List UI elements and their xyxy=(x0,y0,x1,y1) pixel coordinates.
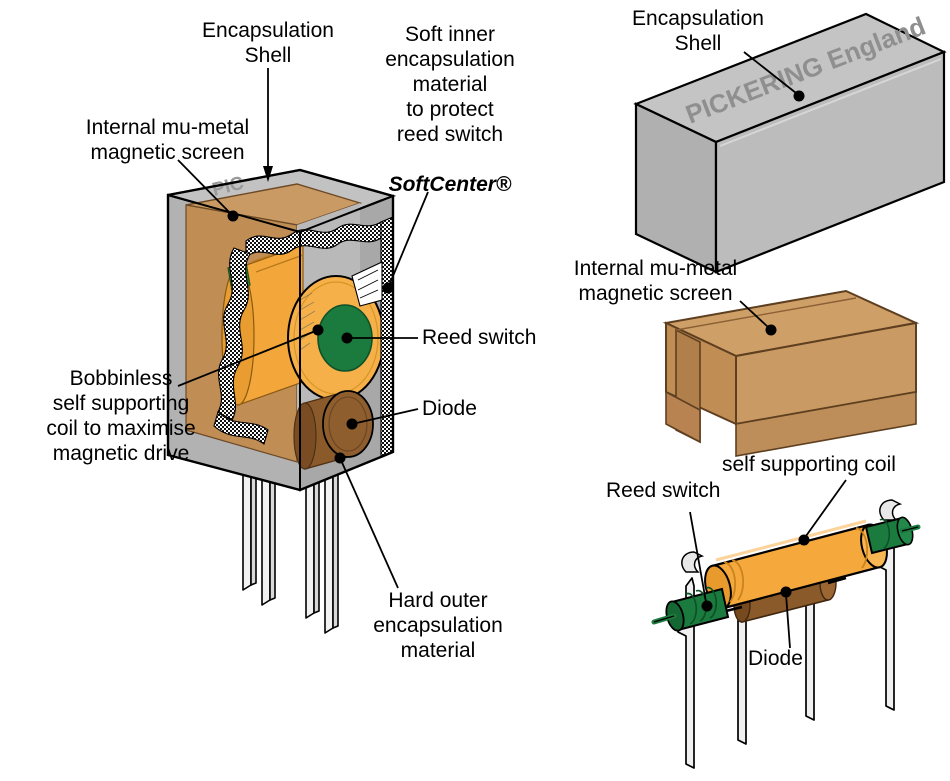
assembly-reed-switch-right xyxy=(864,516,921,555)
softcenter-edge-strip xyxy=(380,216,394,457)
coil-assembly xyxy=(651,499,921,769)
shell-block-leader xyxy=(743,51,797,94)
leader-bobbinless xyxy=(177,329,319,387)
label-reed-switch-right: Reed switch xyxy=(606,479,721,502)
relay-air-gap-hatch xyxy=(357,269,379,299)
dot-bobbinless xyxy=(312,324,324,336)
mu-thickness-line xyxy=(675,297,857,331)
mu-metal-channel xyxy=(662,289,920,457)
label-diode-left: Diode xyxy=(422,397,477,420)
leader-diode-right xyxy=(785,593,791,649)
leader-diode xyxy=(351,408,419,425)
dot-reed-switch-right xyxy=(701,600,713,612)
mu-metal-leader xyxy=(739,300,769,328)
leader-hard-outer xyxy=(339,457,399,589)
dot-mu-metal-right xyxy=(765,324,777,336)
leader-arrowhead xyxy=(263,166,273,182)
relay-air-gap xyxy=(351,261,383,307)
label-self-supporting-coil: self supporting coil xyxy=(722,453,896,476)
dot-mu-metal xyxy=(227,210,239,222)
left-leader-dots xyxy=(227,210,394,464)
label-hard-outer-encapsulation: Hard outer encapsulation material xyxy=(373,589,503,662)
label-encapsulation-shell-left: Encapsulation Shell xyxy=(202,19,334,67)
dot-self-supporting-coil xyxy=(798,534,810,546)
shell-block-side xyxy=(714,50,946,274)
dot-diode xyxy=(346,418,358,430)
label-soft-inner-encapsulation: Soft inner encapsulation material to pro… xyxy=(385,23,515,146)
assembly-leader-dots xyxy=(701,534,810,612)
mu-left-leg xyxy=(665,390,701,444)
assembly-leader-lines xyxy=(689,479,847,649)
label-softcenter: SoftCenter® xyxy=(388,173,512,196)
label-internal-mu-metal-right: Internal mu-metal magnetic screen xyxy=(573,257,738,305)
leader-mu-metal xyxy=(177,159,234,217)
cutaway-relay: PIC xyxy=(166,168,397,634)
leader-self-supporting-coil xyxy=(805,479,847,537)
leader-reed-switch-right xyxy=(689,511,707,603)
label-bobbinless-coil: Bobbinless self supporting coil to maxim… xyxy=(46,367,196,465)
assembly-reed-switch xyxy=(651,586,730,632)
mu-right-leg xyxy=(735,391,917,457)
dot-softcenter xyxy=(382,282,394,294)
label-internal-mu-metal-left: Internal mu-metal magnetic screen xyxy=(85,116,250,164)
left-leader-lines xyxy=(177,68,429,589)
shell-block-highlight xyxy=(719,58,942,147)
label-encapsulation-shell-right: Encapsulation Shell xyxy=(632,7,764,55)
dot-hard-outer xyxy=(334,452,346,464)
softcenter-boundary-bottom xyxy=(213,410,269,445)
leader-softcenter xyxy=(387,191,429,289)
dot-shell-block xyxy=(793,90,805,102)
shell-silhouette xyxy=(166,168,395,492)
dot-diode-right xyxy=(780,586,792,598)
dot-reed xyxy=(341,332,353,344)
label-diode-right: Diode xyxy=(748,647,803,670)
label-reed-switch-left: Reed switch xyxy=(422,326,537,349)
